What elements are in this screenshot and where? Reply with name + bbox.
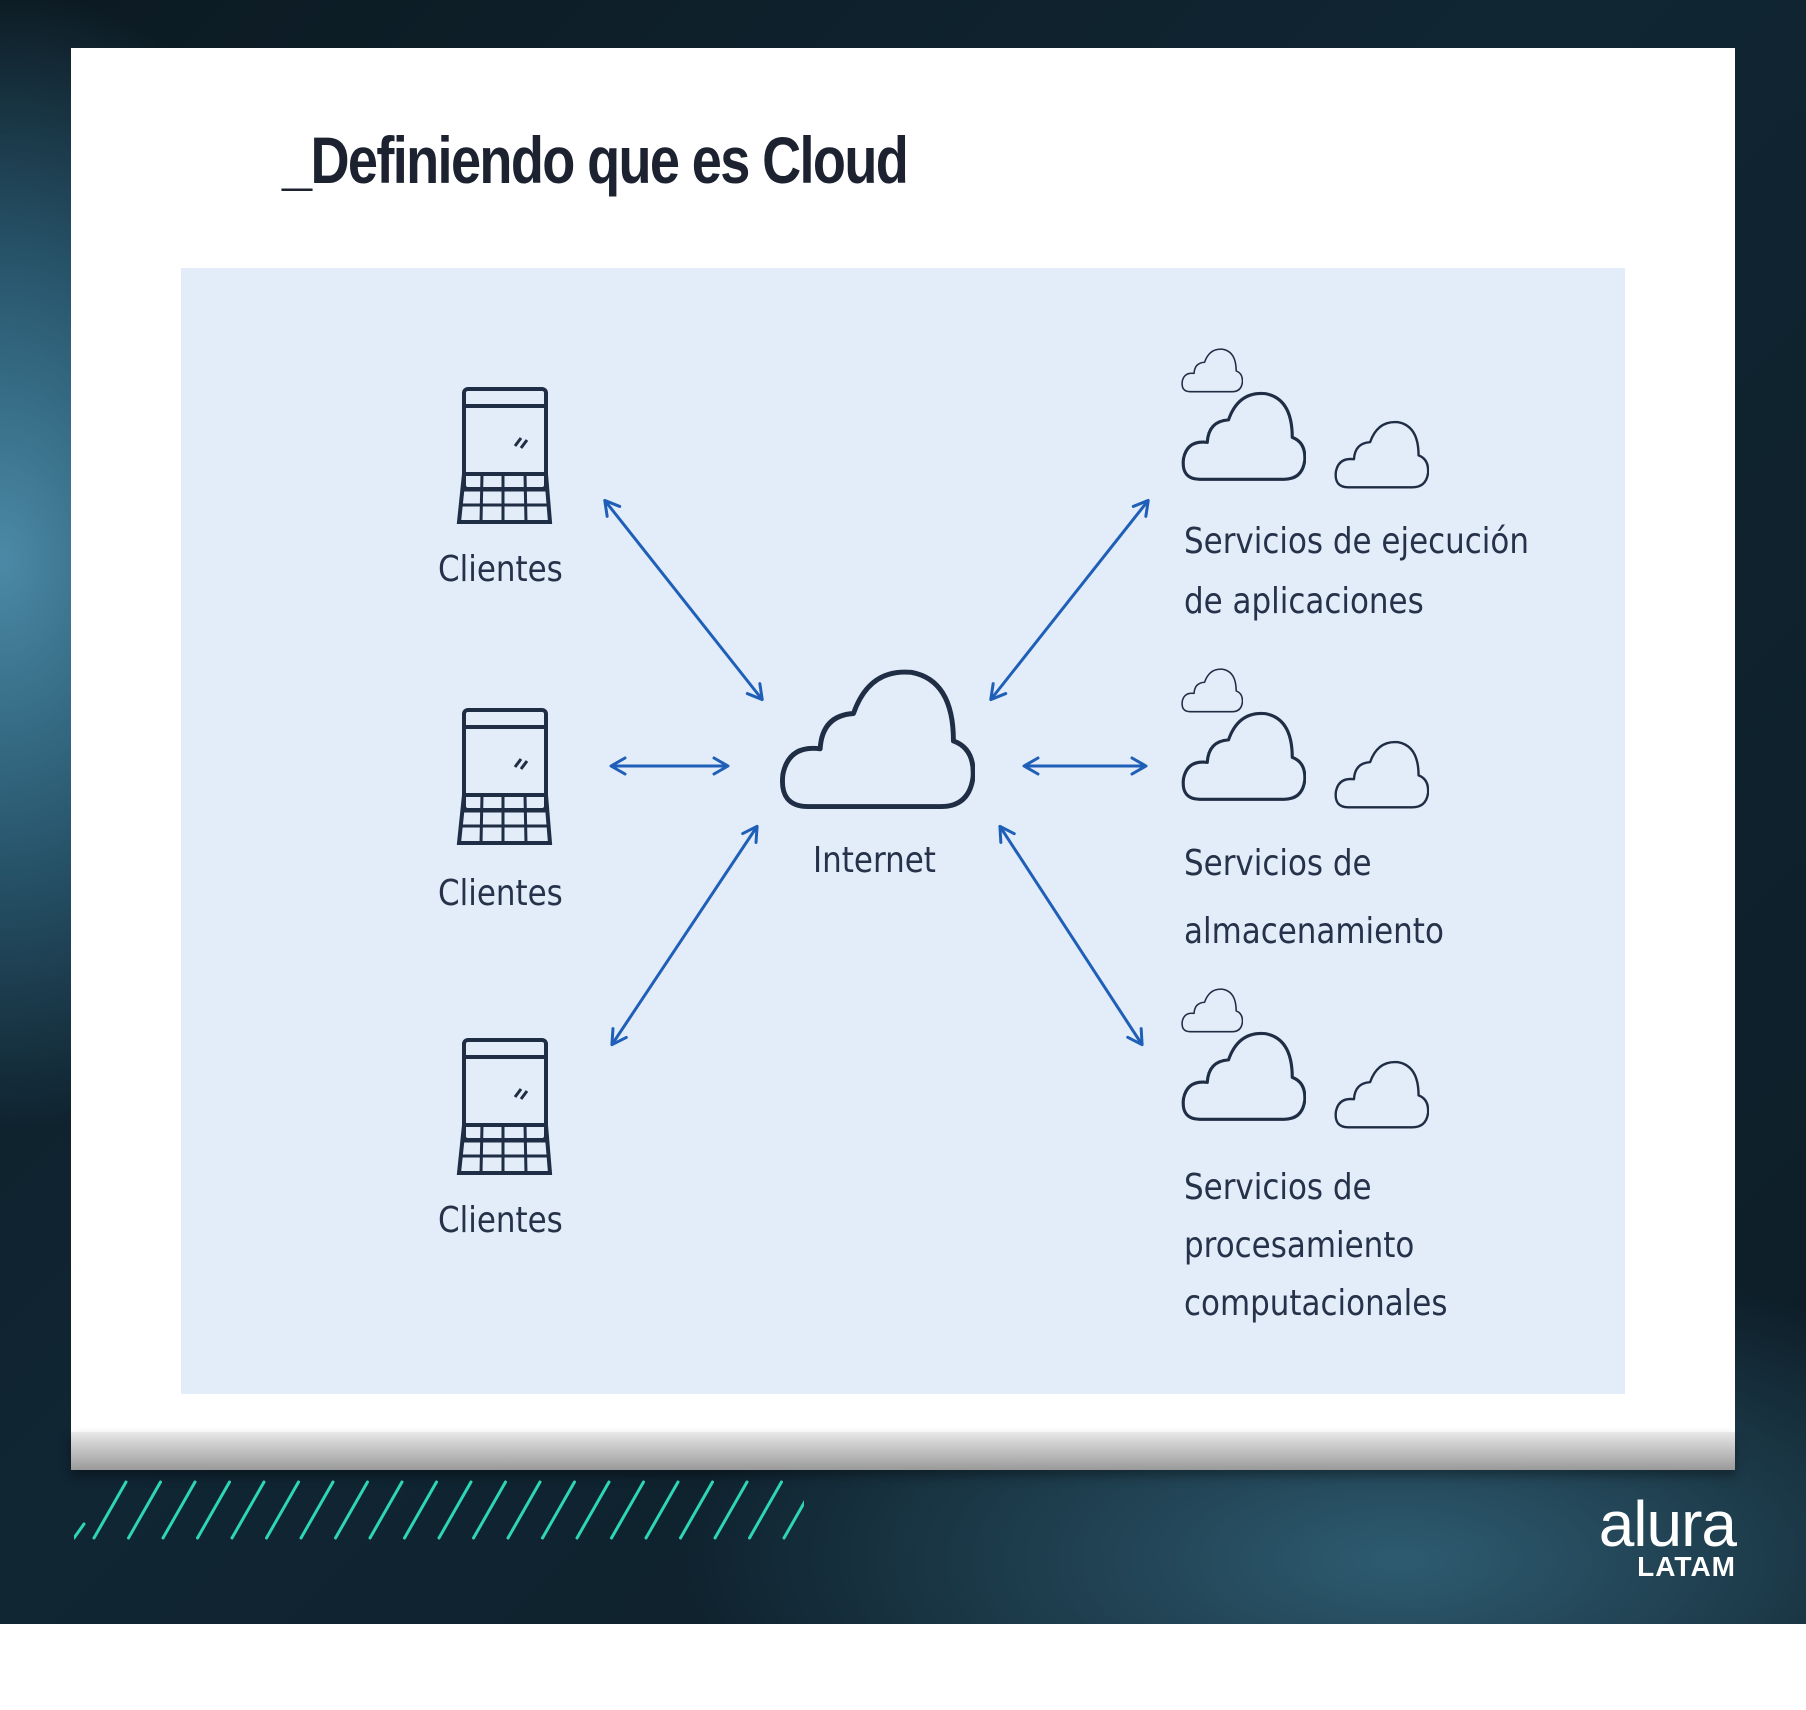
service-label-line: procesamiento <box>1184 1225 1415 1266</box>
stripe <box>368 1480 404 1540</box>
logo-subtitle: LATAM <box>1637 1551 1736 1582</box>
logo-wordmark: alura <box>1598 1488 1737 1560</box>
stripe <box>299 1480 335 1540</box>
clouds-icon <box>1181 668 1429 809</box>
client-label: Clientes <box>438 873 563 914</box>
clouds-icon <box>1181 988 1429 1129</box>
alura-latam-logo: alura LATAM <box>1576 1488 1737 1582</box>
stripe <box>748 1480 783 1540</box>
stripe <box>679 1480 714 1540</box>
client-label: Clientes <box>438 1200 563 1241</box>
stripe <box>161 1480 197 1540</box>
arrow-client-3 <box>610 824 759 1047</box>
laptop-icon <box>457 708 552 845</box>
clouds-icon <box>1181 348 1429 489</box>
stripe <box>230 1480 266 1540</box>
service-label-line: Servicios de <box>1184 843 1372 884</box>
service-label-line: almacenamiento <box>1184 911 1444 952</box>
arrow-service-3 <box>998 824 1144 1047</box>
service-label-line: de aplicaciones <box>1184 581 1424 622</box>
service-label-line: computacionales <box>1184 1283 1448 1324</box>
arrow-client-1 <box>603 498 764 702</box>
cloud-diagram: Clientes Clientes Clientes Internet Serv… <box>181 268 1625 1394</box>
stripe <box>541 1480 576 1540</box>
stripe <box>127 1480 162 1540</box>
service-label-line: Servicios de <box>1184 1167 1372 1208</box>
arrow-service-1 <box>989 498 1150 702</box>
stripe <box>334 1480 369 1540</box>
stripe <box>506 1480 542 1540</box>
decorative-stripes <box>74 1480 804 1540</box>
stripe <box>644 1480 680 1540</box>
page-title: _Definiendo que es Cloud <box>282 123 909 197</box>
stripe <box>575 1480 611 1540</box>
video-frame: _Definiendo que es Cloud <box>0 0 1806 1624</box>
stripe <box>610 1480 645 1540</box>
service-label-line: Servicios de ejecución <box>1184 521 1529 562</box>
internet-label: Internet <box>813 840 936 881</box>
stripe <box>713 1480 749 1540</box>
diagram-graphics <box>457 348 1429 1175</box>
stripe <box>472 1480 507 1540</box>
stripe <box>437 1480 473 1540</box>
cloud-icon <box>782 672 973 807</box>
laptop-icon <box>457 387 552 524</box>
laptop-icon <box>457 1038 552 1175</box>
stripe <box>265 1480 300 1540</box>
client-label: Clientes <box>438 549 563 590</box>
stripe <box>782 1499 804 1540</box>
slide-shadow <box>71 1432 1735 1470</box>
stripe <box>403 1480 438 1540</box>
stripe <box>92 1480 128 1540</box>
stripe <box>196 1480 231 1540</box>
